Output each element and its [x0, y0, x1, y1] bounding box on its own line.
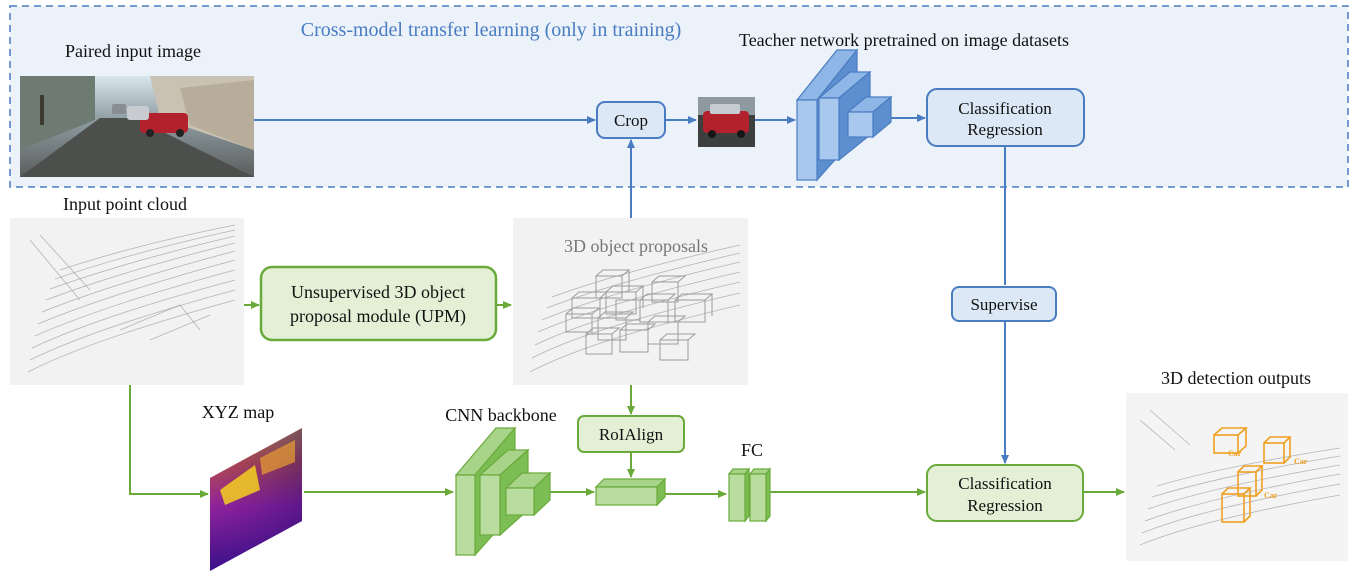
- proposals-panel: [513, 218, 748, 385]
- cropped-car-image: [698, 97, 755, 147]
- teacher-label: Teacher network pretrained on image data…: [739, 30, 1069, 50]
- upm-line1: Unsupervised 3D object: [291, 282, 465, 302]
- teacher-head-line1: Classification: [958, 99, 1052, 118]
- point-cloud-label: Input point cloud: [63, 194, 187, 214]
- supervise-box: [951, 286, 1057, 322]
- car-tag-1: Car: [1228, 449, 1242, 458]
- xyz-map-label: XYZ map: [202, 402, 274, 422]
- roi-feature-block: [594, 477, 667, 507]
- student-head-line1: Classification: [958, 474, 1052, 493]
- outputs-label: 3D detection outputs: [1161, 368, 1311, 388]
- student-head-line2: Regression: [967, 496, 1043, 515]
- car-tag-3: Car: [1264, 491, 1278, 500]
- fc-layers-icon: [727, 467, 772, 523]
- car-tag-2: Car: [1294, 457, 1308, 466]
- teacher-head-line2: Regression: [967, 120, 1043, 139]
- crop-label: Crop: [614, 111, 648, 130]
- roialign-label: RoIAlign: [599, 425, 664, 444]
- arrow-pointcloud-to-xyz: [129, 385, 209, 498]
- teacher-network-icon: [795, 48, 893, 182]
- proposal-boxes: [565, 269, 714, 361]
- detected-car-boxes: [1213, 427, 1292, 523]
- input-point-cloud: [10, 218, 244, 385]
- paired-input-image: [20, 76, 254, 177]
- paired-image-label: Paired input image: [65, 41, 201, 61]
- upm-line2: proposal module (UPM): [290, 306, 466, 327]
- proposals-label: 3D object proposals: [564, 236, 708, 256]
- detection-outputs-image: [1126, 393, 1348, 561]
- supervise-label: Supervise: [970, 295, 1037, 314]
- transfer-region-title: Cross-model transfer learning (only in t…: [301, 19, 681, 41]
- cnn-backbone-icon: [454, 426, 552, 557]
- cnn-backbone-label: CNN backbone: [445, 405, 556, 425]
- upm-module-box: [259, 265, 498, 342]
- xyz-map-image: [210, 428, 302, 571]
- fc-label: FC: [741, 440, 763, 460]
